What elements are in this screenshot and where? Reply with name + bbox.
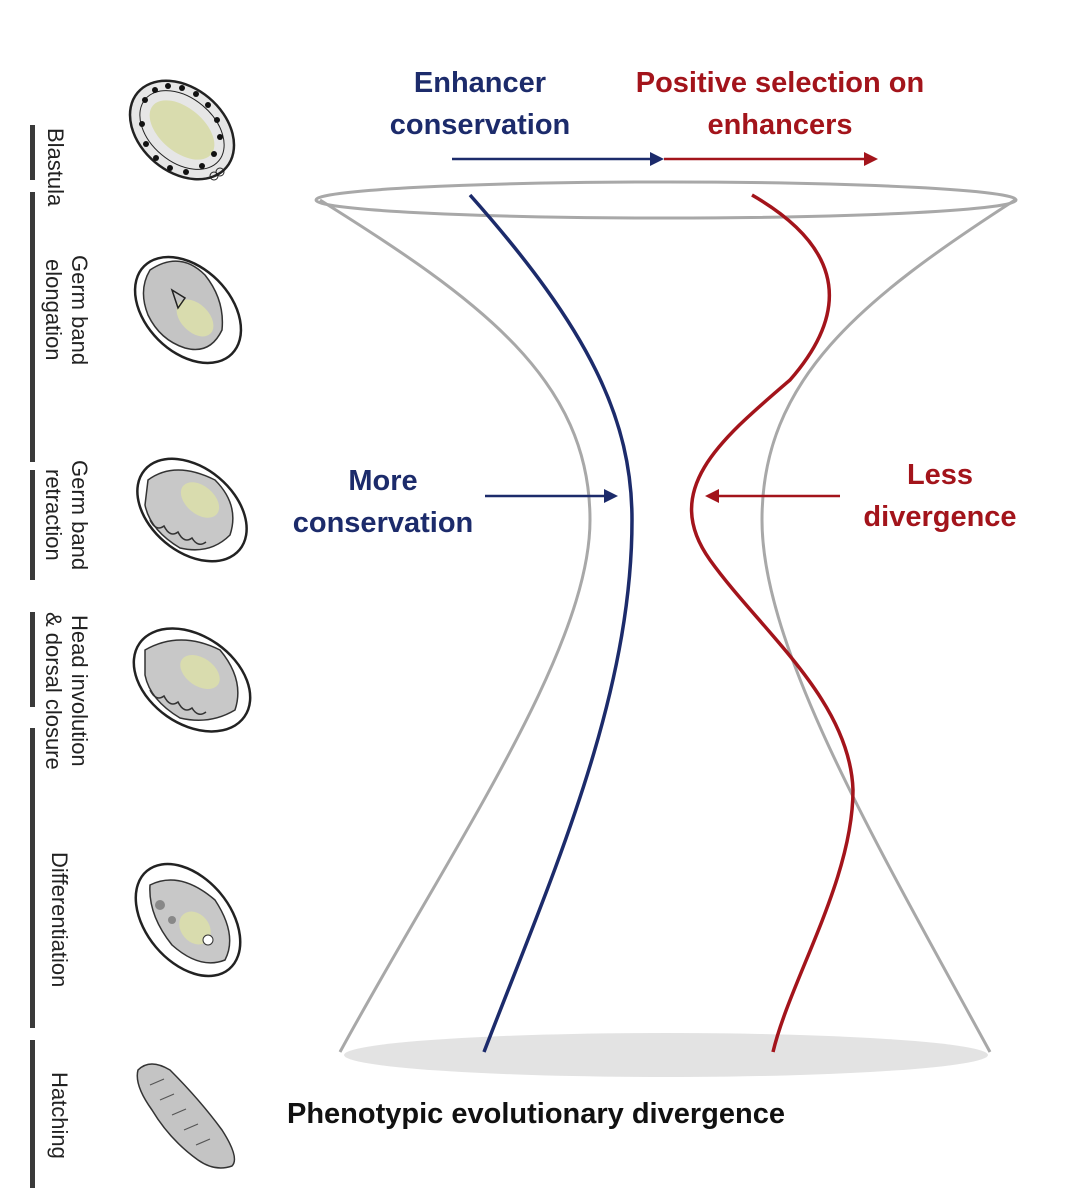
embryo-germ-band-elongation-icon (133, 255, 243, 365)
embryo-head-involution-icon (132, 627, 252, 733)
positive-selection-label: Positive selection on enhancers (635, 67, 925, 141)
stage-bar-differentiation (30, 728, 35, 1028)
positive-selection-arrowhead (864, 152, 878, 166)
less-divergence-arrowhead (705, 489, 719, 503)
conservation-curve (468, 193, 634, 1053)
stage-label-blastula: Blastula (43, 128, 68, 207)
embryo-hatching-icon (136, 1063, 236, 1169)
stage-bar-hatching (30, 1040, 35, 1188)
hourglass-shape (314, 180, 1018, 1077)
embryo-blastula-icon (128, 79, 236, 181)
stage-bar-head-involution (30, 612, 35, 707)
stage-label-differentiation: Differentiation (47, 852, 72, 988)
stage-bar-germ-band-retraction (30, 470, 35, 580)
hourglass-top-rim (314, 180, 1018, 220)
hourglass-bottom-shadow (344, 1033, 988, 1077)
more-conservation-label: More conservation (292, 465, 474, 539)
selection-curve (689, 193, 855, 1053)
more-conservation-arrowhead (604, 489, 618, 503)
embryo-differentiation-icon (134, 862, 242, 978)
x-axis-label: Phenotypic evolutionary divergence (287, 1098, 785, 1130)
embryo-germ-band-retraction-icon (136, 457, 248, 563)
enhancer-conservation-label: Enhancer conservation (389, 67, 571, 141)
hourglass-right-side (760, 198, 1016, 1053)
enhancer-conservation-arrowhead (650, 152, 664, 166)
stage-label-hatching: Hatching (47, 1072, 72, 1159)
hourglass-left-side (319, 198, 592, 1053)
stage-label-head-involution: Head involution & dorsal closure (41, 612, 92, 770)
stage-label-germ-band-elongation: Germ band elongation (41, 255, 92, 366)
stage-label-germ-band-retraction: Germ band retraction (41, 460, 92, 571)
stage-bar-germ-band-elongation (30, 192, 35, 462)
less-divergence-label: Less divergence (863, 459, 1017, 533)
stage-bar-blastula (30, 125, 35, 180)
